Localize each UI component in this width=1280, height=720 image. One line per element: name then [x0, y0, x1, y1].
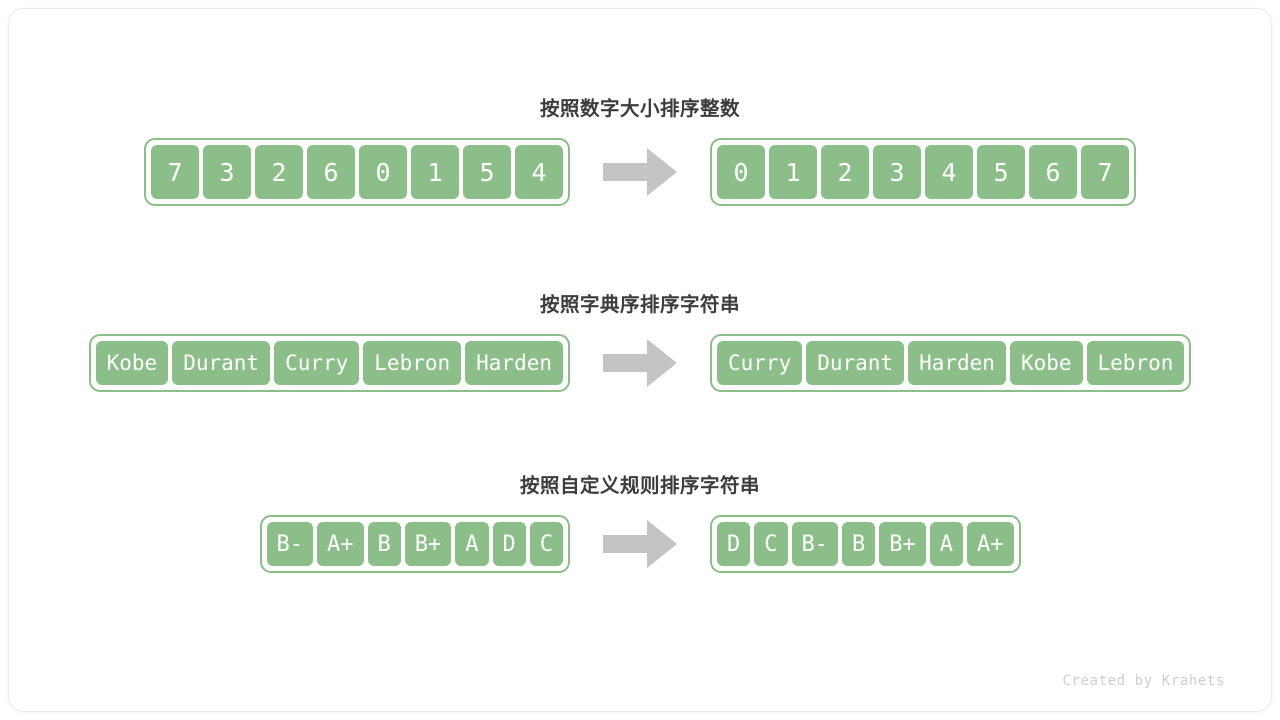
- right-block-arrow-icon: [603, 339, 677, 387]
- array-cell: B-: [264, 520, 315, 568]
- array-cell: B-: [789, 520, 840, 568]
- right-block-arrow-icon: [603, 148, 677, 196]
- array-cell: 2: [819, 143, 871, 201]
- section-title: 按照自定义规则排序字符串: [519, 475, 760, 497]
- array-cell: Curry: [272, 339, 362, 387]
- array-cell: B: [365, 520, 403, 568]
- array-cell: C: [527, 520, 565, 568]
- array-cell: B: [840, 520, 878, 568]
- array-cell: 7: [149, 143, 201, 201]
- array-cell: 2: [253, 143, 305, 201]
- array-cell: Harden: [906, 339, 1008, 387]
- array-cell: Kobe: [93, 339, 171, 387]
- array-cell: D: [490, 520, 528, 568]
- array-cell: 7: [1079, 143, 1131, 201]
- array-cell: Lebron: [1084, 339, 1187, 387]
- array-cell: D: [715, 520, 753, 568]
- section-title: 按照字典序排序字符串: [539, 294, 740, 316]
- right-block-arrow-icon: [603, 520, 677, 568]
- section-title: 按照数字大小排序整数: [539, 98, 740, 120]
- array-cell: Kobe: [1007, 339, 1085, 387]
- array-cell: 0: [357, 143, 409, 201]
- transform-arrow: [570, 520, 710, 568]
- array-cell: Durant: [170, 339, 273, 387]
- array-cell: Lebron: [361, 339, 464, 387]
- array-cell: Harden: [463, 339, 565, 387]
- array-cell: 3: [201, 143, 253, 201]
- transform-arrow: [570, 148, 710, 196]
- array-cell: 4: [513, 143, 565, 201]
- array-cell: 1: [409, 143, 461, 201]
- array-cell: Durant: [804, 339, 907, 387]
- array-cell: A+: [965, 520, 1016, 568]
- array-cell: A: [927, 520, 965, 568]
- array-cell: A: [453, 520, 491, 568]
- array-cell: C: [752, 520, 790, 568]
- watermark-credit: Created by Krahets: [1062, 673, 1225, 689]
- array-cell: 4: [923, 143, 975, 201]
- array-cell: B+: [402, 520, 454, 568]
- array-cell: 6: [305, 143, 357, 201]
- transform-arrow: [570, 339, 710, 387]
- array-cell: Curry: [715, 339, 805, 387]
- array-cell: 6: [1027, 143, 1079, 201]
- array-cell: 0: [715, 143, 767, 201]
- array-cell: 1: [767, 143, 819, 201]
- array-cell: B+: [877, 520, 928, 568]
- array-cell: A+: [315, 520, 366, 568]
- array-cell: 5: [461, 143, 513, 201]
- array-cell: 3: [871, 143, 923, 201]
- array-cell: 5: [975, 143, 1027, 201]
